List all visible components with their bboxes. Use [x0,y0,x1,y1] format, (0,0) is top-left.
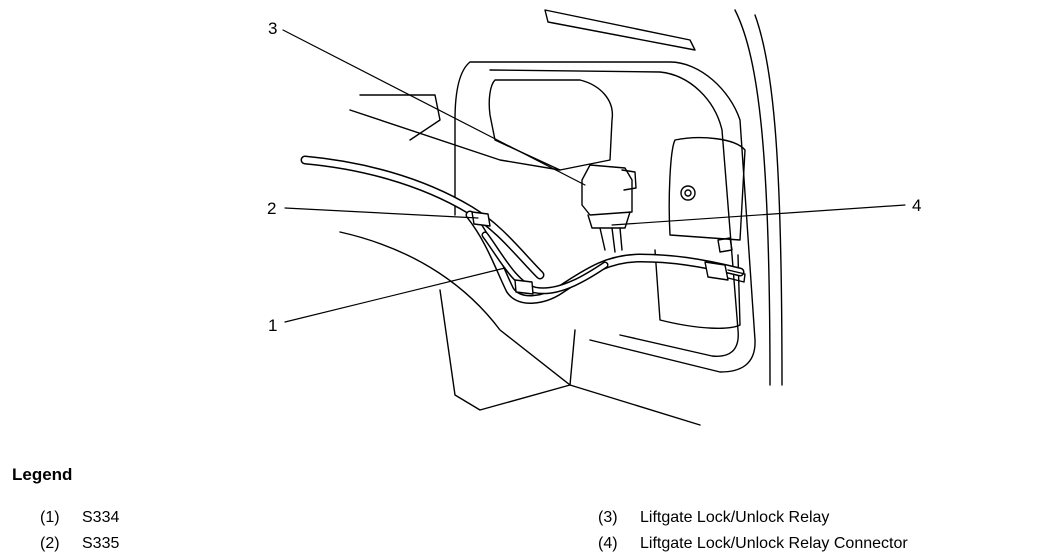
callout-4: 4 [912,196,921,215]
relay-body [581,164,633,216]
callout-1: 1 [268,316,277,335]
legend-item-label: S334 [82,509,120,526]
legend-item-label: Liftgate Lock/Unlock Relay Connector [640,535,908,552]
splice-s335 [471,211,491,227]
relay-wires [599,227,623,253]
legend-title: Legend [12,465,73,484]
body-panel-outline [544,9,696,51]
panel-upper [359,94,441,141]
legend-item: (1) S334 [40,509,119,527]
legend-item-number: (1) [40,509,60,526]
relay-bracket [621,169,637,191]
liftgate-wiring-illustration: 3 2 4 1 [267,9,921,426]
legend-item-label: Liftgate Lock/Unlock Relay [640,509,830,526]
door-opening [454,61,756,373]
legend-item-number: (2) [40,535,60,552]
legend-item-label: S335 [82,535,120,552]
connector-4-plug [727,269,746,283]
callout-2: 2 [267,199,276,218]
door-opening-inner [489,69,739,357]
leader-line-3 [282,29,586,186]
recess-right [668,137,746,241]
pillar-right-inner [754,14,783,386]
window-cutout [488,79,614,171]
splice-s334 [514,279,534,295]
recess-right-lower [654,249,741,329]
grommet [680,185,696,201]
harness-second-inner [483,233,607,293]
lower-panel [339,231,701,426]
callout-3: 3 [268,19,277,38]
leader-line-4 [611,204,906,226]
panel-upper-2 [349,109,561,171]
leader-line-1 [284,267,506,323]
bolt [717,237,733,253]
trim-line [569,329,576,386]
leader-line-2 [284,207,479,219]
connector-4 [704,261,729,281]
harness-upper-run-inner [302,157,543,278]
legend-item: (4) Liftgate Lock/Unlock Relay Connector [598,535,908,553]
legend-item-number: (3) [598,509,618,526]
pillar-right [734,9,771,386]
legend-item-number: (4) [598,535,618,552]
legend-item: (2) S335 [40,535,119,553]
relay-base [587,211,631,229]
lower-panel-edge [439,289,571,411]
legend-item: (3) Liftgate Lock/Unlock Relay [598,509,829,527]
